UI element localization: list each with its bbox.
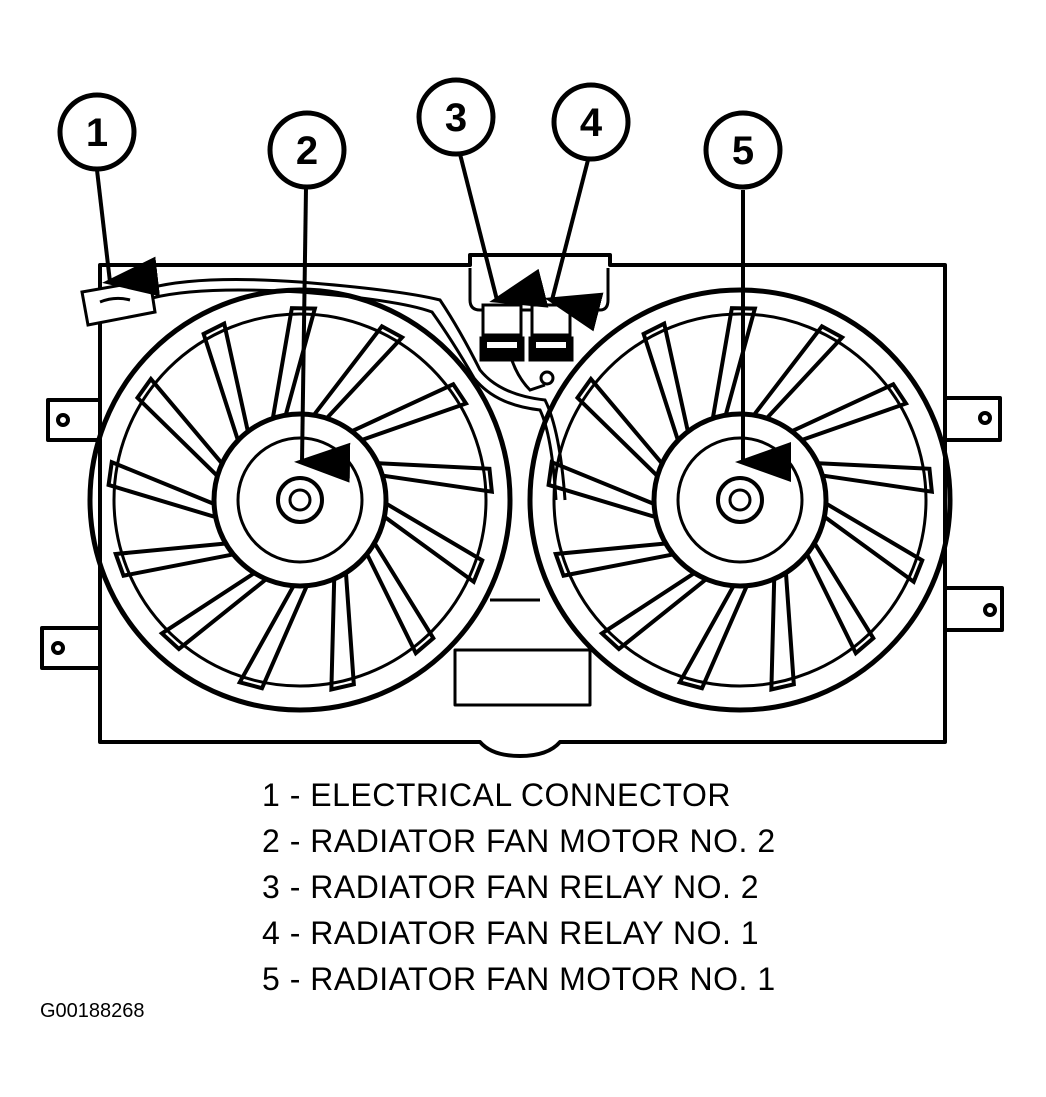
fan-blade	[810, 460, 935, 495]
fan-blade	[377, 498, 485, 585]
fan-blade	[676, 578, 752, 691]
figure-id: G00188268	[40, 1000, 145, 1022]
fan-assembly-diagram: 1 2 3 4 5	[40, 77, 1004, 758]
legend-item: 4 - RADIATOR FAN RELAY NO. 1	[262, 915, 760, 951]
callout-number: 4	[580, 101, 603, 145]
legend-item: 1 - ELECTRICAL CONNECTOR	[262, 777, 731, 813]
fan-blade	[344, 381, 470, 445]
fan-motor-2	[87, 287, 513, 713]
callout-number: 2	[296, 129, 318, 173]
fan-blade	[106, 459, 223, 522]
legend: 1 - ELECTRICAL CONNECTOR 2 - RADIATOR FA…	[262, 772, 776, 1002]
fan-blade	[269, 306, 318, 426]
callout-4: 4	[551, 82, 631, 162]
fan-blade	[158, 567, 273, 652]
leader-3	[458, 153, 549, 308]
fan-relay-2	[479, 303, 525, 362]
fan-blade	[370, 460, 495, 495]
fan-motor-1	[527, 287, 953, 713]
callout-number: 1	[86, 111, 108, 155]
fan-blade	[134, 375, 228, 483]
fan-blade	[574, 375, 668, 483]
fan-blade	[329, 565, 356, 692]
legend-item: 2 - RADIATOR FAN MOTOR NO. 2	[262, 823, 776, 859]
leader-4	[544, 159, 604, 332]
leader-2	[294, 187, 351, 483]
callout-2: 2	[267, 110, 347, 190]
fan-shroud	[98, 253, 947, 758]
fan-blade	[112, 540, 241, 578]
callout-1: 1	[57, 92, 137, 172]
callout-number: 3	[445, 96, 467, 140]
fan-blade	[362, 536, 436, 657]
fan-blade	[201, 320, 252, 448]
fan-blade	[598, 567, 713, 652]
callout-5: 5	[703, 110, 783, 190]
callout-leaders	[95, 153, 791, 483]
fan-relay-1	[528, 303, 574, 386]
legend-item: 3 - RADIATOR FAN RELAY NO. 2	[262, 869, 760, 905]
callout-number: 5	[732, 129, 754, 173]
callout-3: 3	[416, 77, 496, 157]
fan-blade	[308, 323, 406, 425]
fan-blade	[236, 578, 312, 691]
fan-blade	[546, 459, 663, 522]
fan-blade	[802, 536, 876, 657]
mounting-brackets	[40, 396, 1004, 670]
fan-blade	[769, 565, 796, 692]
fan-blade	[552, 540, 681, 578]
fan-blade	[748, 323, 846, 425]
electrical-connector	[80, 278, 157, 327]
fan-blade	[817, 498, 925, 585]
fan-blade	[709, 306, 758, 426]
legend-item: 5 - RADIATOR FAN MOTOR NO. 1	[262, 961, 776, 997]
fan-blade	[641, 320, 692, 448]
leader-1	[95, 169, 160, 297]
fan-blade	[784, 381, 910, 445]
